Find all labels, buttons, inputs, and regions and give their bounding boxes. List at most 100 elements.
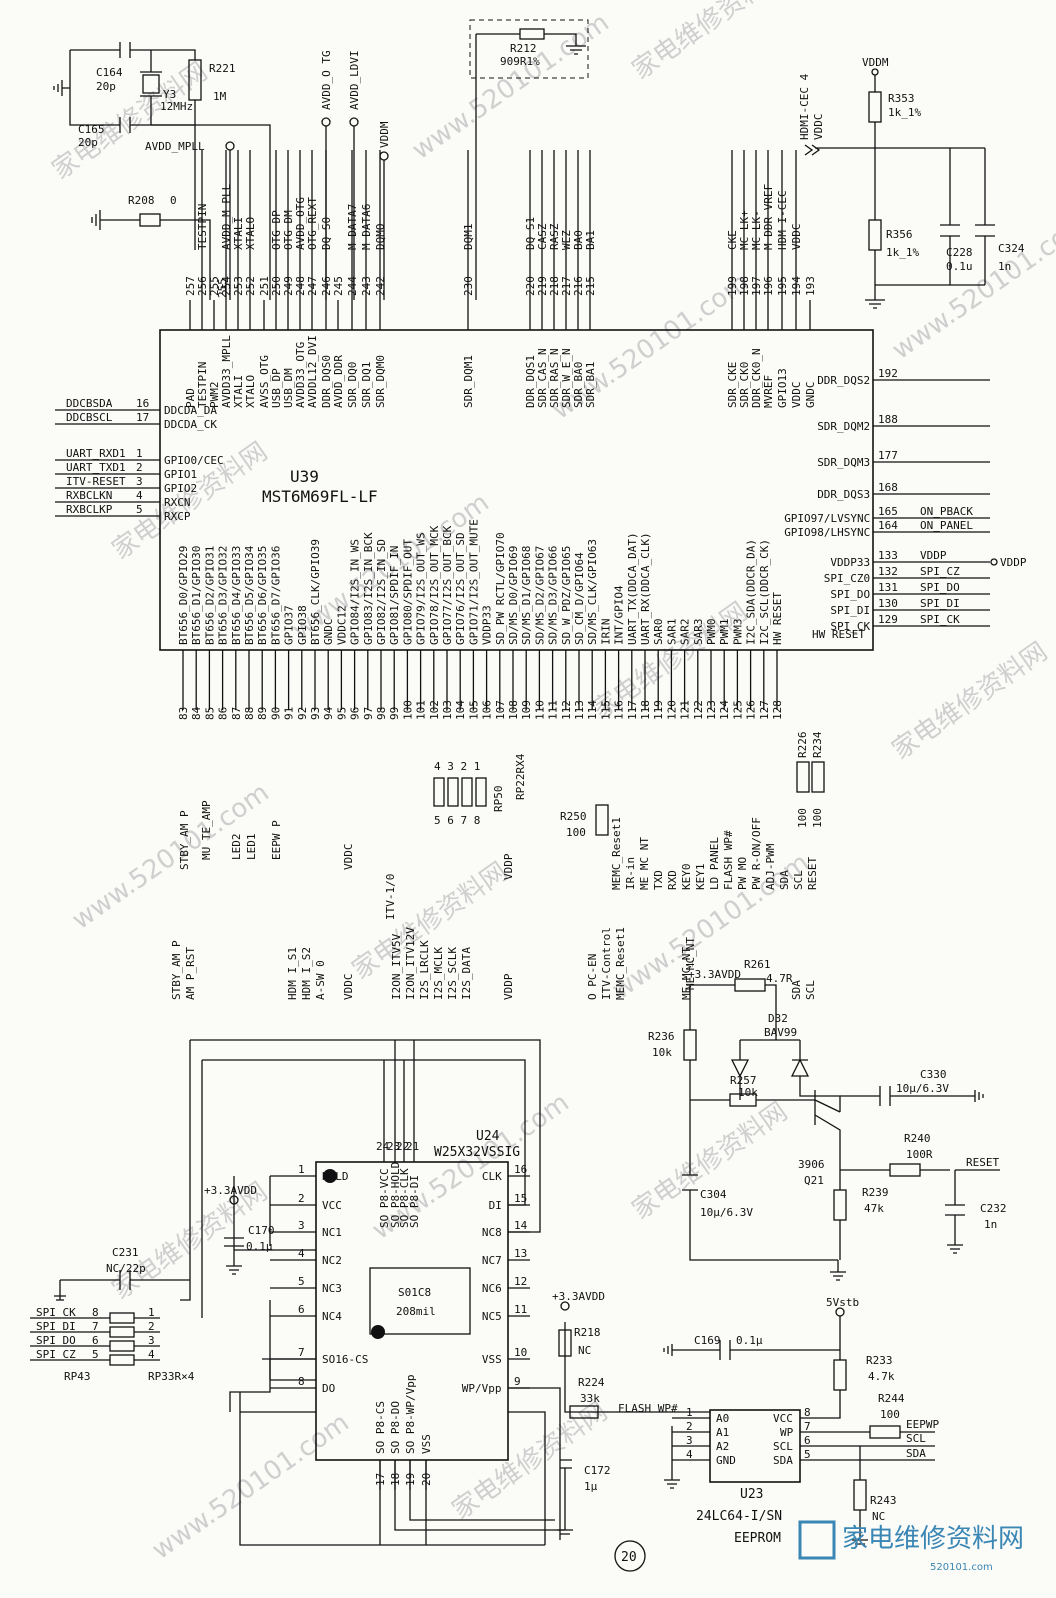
net-label: ITV-RESET xyxy=(66,475,126,488)
pin-name: NC3 xyxy=(322,1282,342,1295)
pin-name: SD_W_PDZ/GPIO65 xyxy=(560,546,573,645)
pin-name: PWM3 xyxy=(731,619,744,646)
pin-number: 92 xyxy=(296,707,309,720)
pin-name: GPIO77/I2S_OUT_BCK xyxy=(441,525,454,645)
net-label: LED1 xyxy=(245,834,258,861)
net-label: TXD xyxy=(652,870,665,890)
pin-name: SD/MS_CLK/GPIO63 xyxy=(586,539,599,645)
net-label: SPI_DI xyxy=(36,1320,76,1333)
pin-name: SO P8-CLK xyxy=(398,1168,411,1228)
c232-label: C232 xyxy=(980,1202,1007,1215)
pin-name: SDR_DQM3 xyxy=(817,456,870,469)
pin-number: 113 xyxy=(573,700,586,720)
d32-label: D32 xyxy=(768,1012,788,1025)
net-label: SPI_DO xyxy=(36,1334,76,1347)
pin-name: SDR_CAS_N xyxy=(536,348,549,408)
pin-name: XTALI xyxy=(232,375,245,408)
pin-name: GPIO71/I2S_OUT_MUTE xyxy=(467,519,480,645)
pin-name: NC7 xyxy=(482,1254,502,1267)
port-label: SDA xyxy=(790,980,803,1000)
pin-name: SDR_DQM2 xyxy=(817,420,870,433)
pin-name: SD/MS_D3/GPIO66 xyxy=(547,546,560,645)
pin-number: 116 xyxy=(613,700,626,720)
pin-name: DDR_DQS2 xyxy=(817,374,870,387)
pin-number: 89 xyxy=(256,707,269,720)
pin-name: PWM2 xyxy=(208,382,221,409)
pin-number: 2 xyxy=(686,1420,693,1433)
pin-number: 1 xyxy=(148,1306,155,1319)
pin-number: 128 xyxy=(771,700,784,720)
pin-name: SAR3 xyxy=(692,619,705,646)
pin-name: GPIO98/LHSYNC xyxy=(784,526,870,539)
pin-number: 6 xyxy=(298,1303,305,1316)
vddm-net-2: VDDM xyxy=(862,56,889,69)
pin-name: DDR_CK0_N xyxy=(750,348,763,408)
r236-value: 10k xyxy=(652,1046,672,1059)
r250-label: R250 xyxy=(560,810,587,823)
pin-name: DO xyxy=(322,1382,335,1395)
pin-number: 5 xyxy=(298,1275,305,1288)
pin-name: GPIO78/I2S_OUT_MCK xyxy=(428,525,441,645)
pin-number: 7 xyxy=(92,1320,99,1333)
c165-value: 20p xyxy=(78,136,98,149)
pin-number: 6 xyxy=(804,1434,811,1447)
pin-name: A1 xyxy=(716,1426,729,1439)
v33-net-3: +3.3AVDD xyxy=(688,968,741,981)
pin-number: 87 xyxy=(230,707,243,720)
r208-value: 0 xyxy=(170,194,177,207)
pin-name: NC8 xyxy=(482,1226,502,1239)
pin-name: SD_CM_D/GPIO64 xyxy=(573,552,586,645)
pin-number: 14 xyxy=(514,1219,528,1232)
pin-name: SDR_BA1 xyxy=(584,362,597,408)
pin-name: GPIO13 xyxy=(776,368,789,408)
watermark-text: www.520101.com xyxy=(407,8,615,166)
pin-name: DDR_DQS3 xyxy=(817,488,870,501)
pin-name: SD/MS_D1/GPIO68 xyxy=(520,546,533,645)
pin-name: GPIO1 xyxy=(164,468,197,481)
port-label: I2ON_ITV12V xyxy=(404,927,417,1000)
pin-name: DDR_DQS1 xyxy=(524,355,537,408)
u39-bottom-pins: 83BT656_D0/GPIO2984BT656_D1/GPIO3085BT65… xyxy=(177,519,784,720)
net-label: RESET xyxy=(806,857,819,890)
pin-number: 3 xyxy=(298,1219,305,1232)
pin-number: 24 xyxy=(376,1140,390,1153)
u39-body xyxy=(159,329,874,651)
pin-name: SO16-CS xyxy=(322,1353,368,1366)
vddm-section: VDDM R353 1k_1% R356 1k_1% C228 0.1u C32… xyxy=(798,56,1025,309)
pin-name: GNDC xyxy=(804,382,817,409)
u24-body xyxy=(315,1161,509,1461)
pin-name: BT656_D1/GPIO30 xyxy=(190,546,203,645)
pin-number: 127 xyxy=(758,700,771,720)
sda-net: SDA xyxy=(906,1447,926,1460)
port-label: MEMC_Reset1 xyxy=(614,927,627,1000)
pin-name: GPIO84/I2S_IN_WS xyxy=(349,539,362,645)
pin-number: 106 xyxy=(481,700,494,720)
c231-value: NC/22p xyxy=(106,1262,146,1275)
pin-name: BT656_D4/GPIO33 xyxy=(230,546,243,645)
pin-name: VSS xyxy=(482,1353,502,1366)
port-label: SCL xyxy=(804,980,817,1000)
pin-name: DI xyxy=(489,1199,502,1212)
pin-name: BT656_CLK/GPIO39 xyxy=(309,539,322,645)
r261-value: 4.7R xyxy=(766,972,793,985)
pin-name: SDR_DQ1 xyxy=(360,362,373,408)
logo-url: 520101.com xyxy=(930,1562,993,1573)
net-label: SPI_DO xyxy=(920,581,960,594)
u24-pkg-size: 208mil xyxy=(396,1305,436,1318)
pin-name: GPIO76/I2S_OUT_SD xyxy=(454,532,467,645)
watermark-text: www.520101.com xyxy=(147,1408,355,1566)
pin-name: VCC xyxy=(773,1412,793,1425)
pin-number: 21 xyxy=(406,1140,419,1153)
pin-name: XTALO xyxy=(244,375,257,408)
reset-circuit: +3.3AVDD R261 4.7R D32 BAV99 C330 10μ/6.… xyxy=(648,937,1007,1281)
r257-value: 10k xyxy=(738,1086,758,1099)
pin-name: GPIO38 xyxy=(296,605,309,645)
r353-value: 1k_1% xyxy=(888,106,921,119)
r356-label: R356 xyxy=(886,228,913,241)
net-label: VDDP xyxy=(920,549,947,562)
net-label: KEY0 xyxy=(680,864,693,891)
pin-name: GPIO83/I2S_IN_BCK xyxy=(362,532,375,645)
